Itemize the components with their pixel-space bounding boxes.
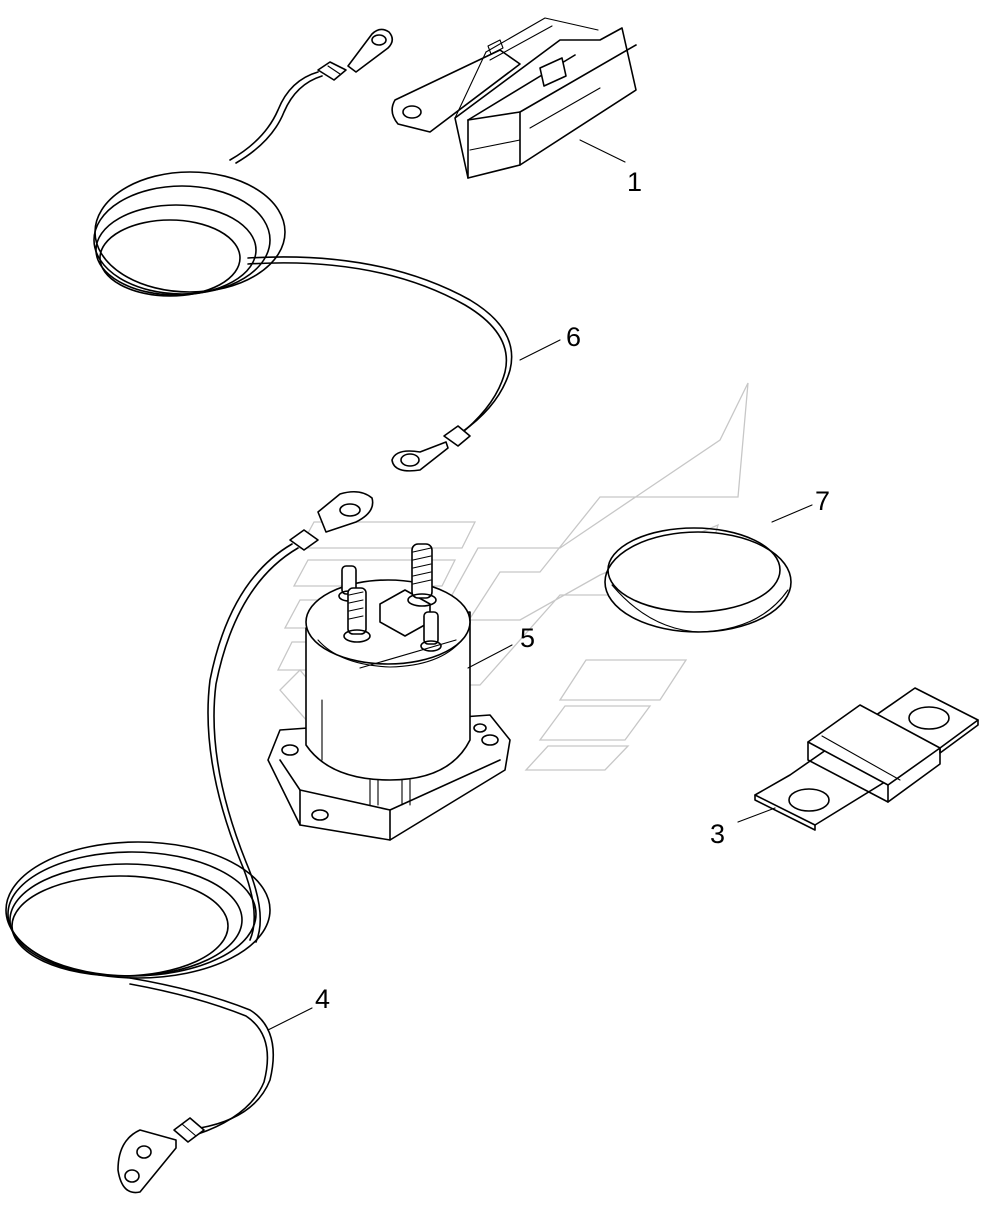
callout-3: 3 xyxy=(710,819,725,849)
part-7-round-cover xyxy=(604,504,813,633)
callout-4: 4 xyxy=(315,984,330,1014)
callout-6: 6 xyxy=(566,322,581,352)
part-3-fuse-link xyxy=(737,687,979,831)
part-5-solenoid xyxy=(267,543,513,841)
part-1-relay-housing xyxy=(391,17,637,179)
callout-5: 5 xyxy=(520,623,535,653)
callout-1: 1 xyxy=(627,167,642,197)
part-4-lower-cable xyxy=(5,490,374,1194)
part-6-upper-cable xyxy=(93,28,561,472)
callout-7: 7 xyxy=(815,486,830,516)
